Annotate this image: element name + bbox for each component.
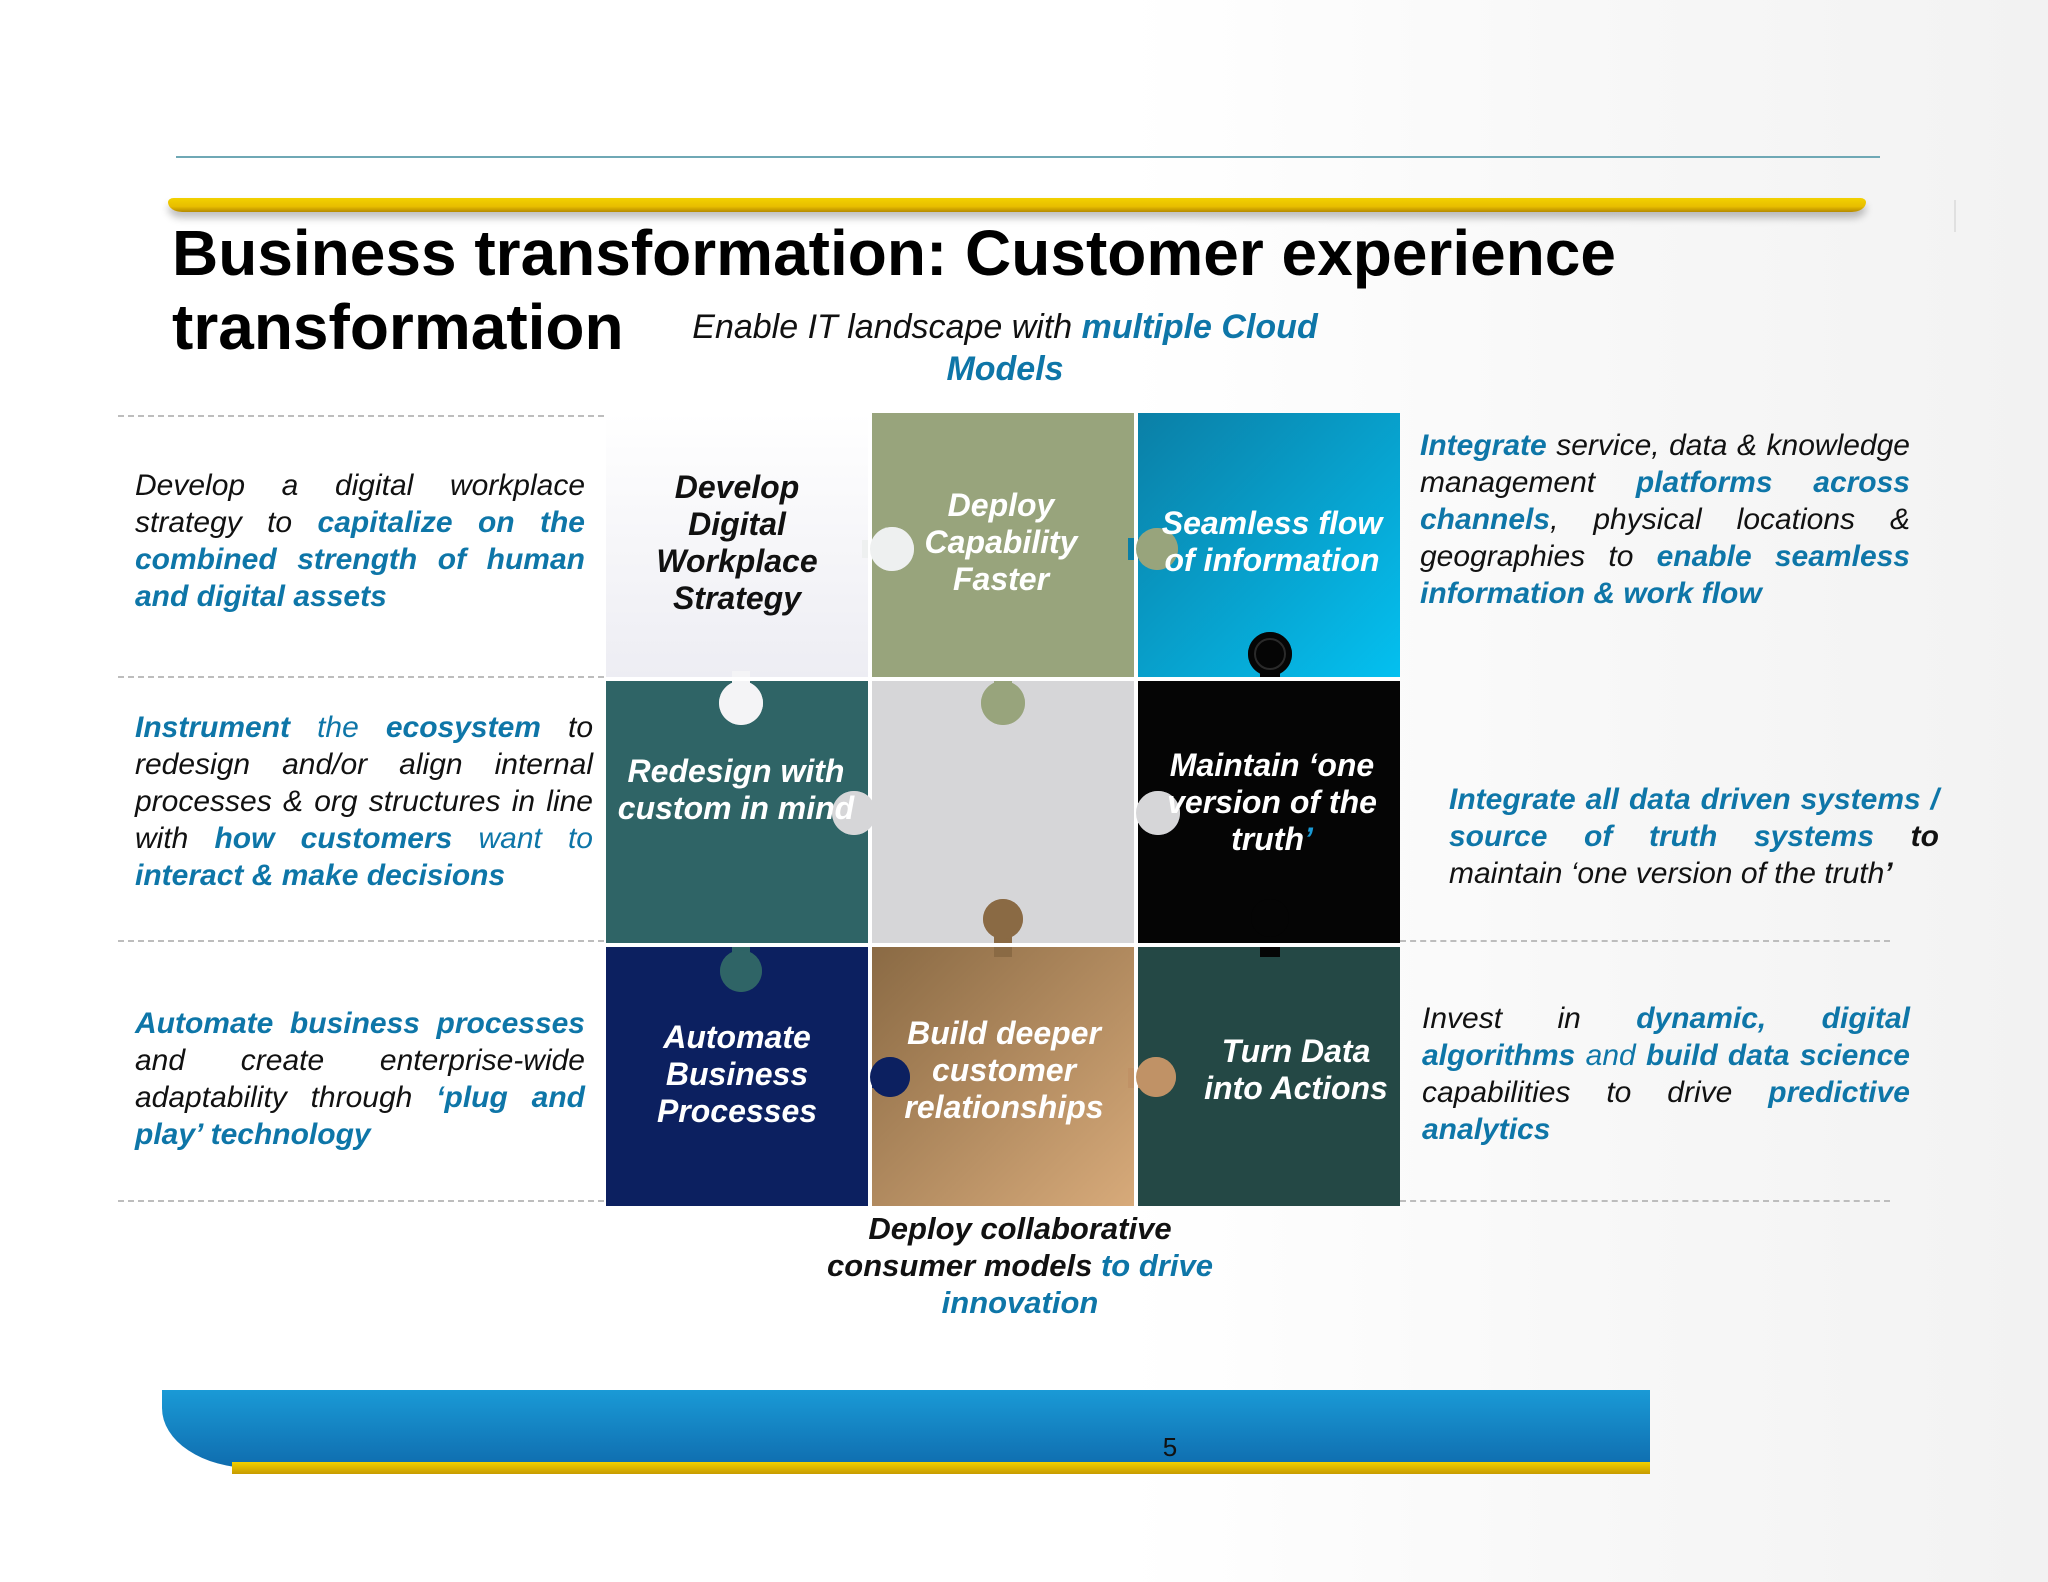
top-divider-line xyxy=(176,156,1880,158)
header-gold-band xyxy=(168,198,1866,212)
puzzle-knob-build-right-top xyxy=(1136,1057,1176,1097)
left-text-automate-h1: Automate business processes xyxy=(135,1007,585,1040)
right-text-invest-t1: Invest in xyxy=(1422,1002,1637,1035)
piece-label-maintain: Maintain ‘one version of the truth’ xyxy=(1152,747,1392,858)
right-text-invest-t2: and xyxy=(1575,1039,1646,1072)
puzzle-knob-maintain-top-top xyxy=(1248,632,1292,676)
piece-turn xyxy=(1138,947,1400,1206)
right-text-integrate-t2: , physical locations & geographies to xyxy=(1420,503,1910,573)
puzzle-knob-maintain-bottom-top xyxy=(1251,899,1289,937)
piece-label-build: Build deeper customer relationships xyxy=(904,1015,1104,1125)
left-text-ecosystem-h2: ecosystem xyxy=(385,711,541,744)
piece-redesign xyxy=(606,681,868,943)
left-text-workplace-plain: Develop a digital workplace strategy to xyxy=(135,469,585,539)
left-text-ecosystem-h3: how customers xyxy=(214,822,453,855)
separator-left-2 xyxy=(118,676,604,678)
piece-label-turn: Turn Data into Actions xyxy=(1204,1033,1388,1106)
separator-left-3 xyxy=(118,940,604,942)
left-text-ecosystem-t3: want to xyxy=(452,822,593,855)
puzzle-knob-center-left-top xyxy=(832,791,876,835)
right-edge-mark xyxy=(1954,200,1956,232)
top-caption: Enable IT landscape with multiple Cloud … xyxy=(660,306,1350,390)
right-text-integrate-t1: service, data & knowledge management xyxy=(1420,429,1910,499)
puzzle-knob-deploy-bottom-top xyxy=(981,681,1025,725)
piece-develop xyxy=(606,413,868,677)
right-text-truth-t1: maintain ‘one version of the truth xyxy=(1449,857,1885,890)
slide-title: Business transformation: Customer experi… xyxy=(172,217,1616,363)
left-text-automate-t1: and create enterprise-wide adaptability … xyxy=(135,1044,585,1114)
piece-deploy xyxy=(872,413,1134,677)
left-text-ecosystem-t1: the xyxy=(290,711,386,744)
puzzle-knob-center-right-top xyxy=(1136,791,1180,835)
puzzle-knob-redesign-bottom-top xyxy=(720,950,762,992)
footer-blue-band xyxy=(162,1390,1650,1468)
left-text-workplace: Develop a digital workplace strategy to … xyxy=(135,467,585,615)
right-text-integrate-h2: platforms across channels xyxy=(1420,466,1910,536)
right-text-truth-t2: ’ xyxy=(1884,857,1893,890)
right-text-integrate-h1: Integrate xyxy=(1420,429,1547,462)
piece-label-automate: Automate Business Processes xyxy=(656,1019,818,1129)
footer-gold-band xyxy=(232,1462,1650,1474)
puzzle-knob-develop-right-top xyxy=(870,527,914,571)
right-text-invest-h3: predictive analytics xyxy=(1422,1076,1910,1146)
right-text-invest-h1: dynamic, digital algorithms xyxy=(1422,1002,1911,1072)
bottom-caption-highlight: to drive innovation xyxy=(941,1248,1213,1320)
right-text-truth-t1b: to xyxy=(1874,820,1939,853)
left-text-workplace-highlight: capitalize on the combined strength of h… xyxy=(135,506,585,613)
right-text-invest-h2: build data science xyxy=(1646,1039,1910,1072)
top-caption-highlight: multiple Cloud Models xyxy=(946,308,1318,388)
right-text-truth: Integrate all data driven systems / sour… xyxy=(1449,781,1939,892)
bottom-caption: Deploy collaborative consumer models to … xyxy=(820,1210,1220,1321)
right-text-truth-h1: Integrate all data driven systems / sour… xyxy=(1449,783,1939,853)
left-text-ecosystem-h4: interact & make decisions xyxy=(135,859,506,892)
right-text-invest-t3: capabilities to drive xyxy=(1422,1076,1769,1109)
page-number: 5 xyxy=(1162,1432,1178,1462)
piece-build xyxy=(872,947,1134,1206)
puzzle-knob-build-top-top xyxy=(983,899,1023,939)
piece-label-maintain-text: Maintain ‘one version of the truth xyxy=(1167,747,1377,857)
top-caption-text: Enable IT landscape with xyxy=(692,308,1082,346)
puzzle-knob-highlight xyxy=(1254,638,1286,670)
piece-label-redesign: Redesign with custom in mind xyxy=(617,753,855,826)
puzzle-knob-automate-right-top xyxy=(870,1057,910,1097)
right-text-integrate-h3: enable seamless information & work flow xyxy=(1420,540,1910,610)
piece-label-seamless: Seamless flow of information xyxy=(1161,505,1383,578)
separator-right-1 xyxy=(1400,940,1890,942)
left-text-ecosystem: Instrument the ecosystem to redesign and… xyxy=(135,709,593,894)
piece-label-develop: Develop Digital Workplace Strategy xyxy=(656,469,818,616)
left-text-automate-h2: ‘plug and play’ technology xyxy=(135,1081,585,1151)
left-text-ecosystem-h1: Instrument xyxy=(135,711,291,744)
puzzle-knob-develop-bottom-top xyxy=(719,681,763,725)
right-text-invest: Invest in dynamic, digital algorithms an… xyxy=(1422,1000,1910,1148)
right-text-integrate: Integrate service, data & knowledge mana… xyxy=(1420,427,1910,612)
piece-label-deploy: Deploy Capability Faster xyxy=(924,487,1078,597)
piece-label-maintain-quote: ’ xyxy=(1303,821,1313,857)
left-text-ecosystem-t2: to redesign and/or align internal proces… xyxy=(135,711,594,855)
separator-left-4 xyxy=(118,1200,604,1202)
separator-left-1 xyxy=(118,415,604,417)
puzzle-graphic xyxy=(606,413,1400,1206)
puzzle-grid: Develop Digital Workplace Strategy Deplo… xyxy=(606,413,1400,1206)
left-text-automate: Automate business processes and create e… xyxy=(135,1005,585,1153)
separator-right-2 xyxy=(1400,1200,1890,1202)
puzzle-knob-deploy-right-top xyxy=(1136,528,1178,570)
bottom-caption-text: Deploy collaborative consumer models xyxy=(827,1211,1172,1283)
